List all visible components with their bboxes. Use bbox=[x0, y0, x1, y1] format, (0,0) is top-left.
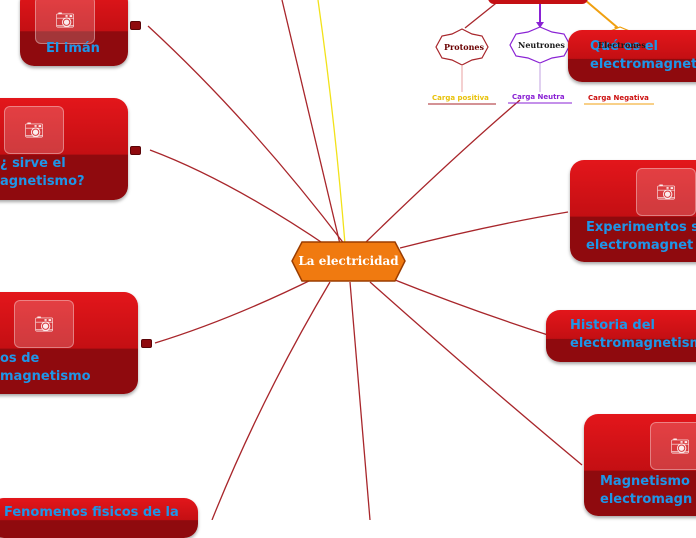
connector-bottom bbox=[349, 281, 371, 520]
camera-icon: 📷︎ bbox=[655, 182, 677, 202]
photo-placeholder: 📷︎ bbox=[14, 300, 74, 348]
center-node-label[interactable]: La electricidad bbox=[298, 254, 399, 268]
node-label: ¿ sirve el agnetismo? bbox=[0, 156, 85, 189]
carga-neutra-label: Carga Neutra bbox=[512, 93, 565, 101]
node-experimentos[interactable]: 📷︎ Experimentos s electromagnet bbox=[570, 160, 696, 262]
node-label: Historia del electromagnetism bbox=[570, 318, 696, 351]
node-label: Experimentos s electromagnet bbox=[586, 220, 696, 253]
node-el-iman[interactable]: 📷︎ El imán bbox=[20, 0, 128, 66]
center-shape bbox=[291, 241, 406, 282]
node-magnetismo[interactable]: 📷︎ Magnetismo electromagn bbox=[584, 414, 696, 516]
node-label: Magnetismo electromagn bbox=[600, 474, 693, 507]
node-tipos[interactable]: 📷︎ os de magnetismo bbox=[0, 292, 138, 394]
photo-placeholder: 📷︎ bbox=[650, 422, 696, 470]
connector-fenomenos bbox=[211, 281, 331, 520]
connector-magnetismo bbox=[369, 281, 583, 466]
carga-negativa-label: Carga Negativa bbox=[588, 94, 649, 102]
connector-que-es bbox=[364, 99, 521, 244]
top-node-partial bbox=[488, 0, 588, 4]
connector-protones-top bbox=[464, 0, 501, 29]
node-historia[interactable]: Historia del electromagnetism bbox=[546, 310, 696, 362]
node-fenomenos[interactable]: Fenomenos fisicos de la bbox=[0, 498, 198, 538]
collapse-toggle-icon[interactable] bbox=[141, 339, 152, 348]
connector-historia bbox=[389, 277, 549, 336]
connector-top bbox=[281, 0, 341, 245]
collapse-toggle-icon[interactable] bbox=[130, 21, 141, 30]
connector-tipos bbox=[154, 277, 316, 344]
carga-positiva-label: Carga positiva bbox=[432, 94, 489, 102]
collapse-toggle-icon[interactable] bbox=[130, 146, 141, 155]
camera-icon: 📷︎ bbox=[54, 10, 76, 30]
protones-shape bbox=[435, 28, 489, 66]
connector-para-que-sirve bbox=[149, 149, 331, 249]
node-que-es[interactable]: Qué es el electromagnet bbox=[568, 30, 696, 82]
node-para-que-sirve[interactable]: 📷︎ ¿ sirve el agnetismo? bbox=[0, 98, 128, 200]
photo-placeholder: 📷︎ bbox=[4, 106, 64, 154]
electrones-label[interactable]: Electrones bbox=[598, 40, 646, 50]
camera-icon: 📷︎ bbox=[669, 436, 691, 456]
photo-placeholder: 📷︎ bbox=[636, 168, 696, 216]
neutrones-label[interactable]: Neutrones bbox=[518, 40, 565, 50]
node-label: Qué es el electromagnet bbox=[590, 39, 696, 72]
connector-electrones-top bbox=[584, 0, 619, 29]
connector-experimentos bbox=[399, 211, 569, 249]
camera-icon: 📷︎ bbox=[33, 314, 55, 334]
photo-placeholder: 📷︎ bbox=[35, 0, 95, 44]
neutrones-arrow bbox=[536, 22, 544, 28]
connector-el-iman bbox=[147, 25, 346, 246]
connector-top-yellow bbox=[317, 0, 346, 245]
protones-label[interactable]: Protones bbox=[444, 42, 485, 52]
camera-icon: 📷︎ bbox=[23, 120, 45, 140]
node-label: os de magnetismo bbox=[0, 351, 91, 384]
node-label: Fenomenos fisicos de la bbox=[4, 505, 179, 520]
node-label: El imán bbox=[46, 41, 100, 56]
